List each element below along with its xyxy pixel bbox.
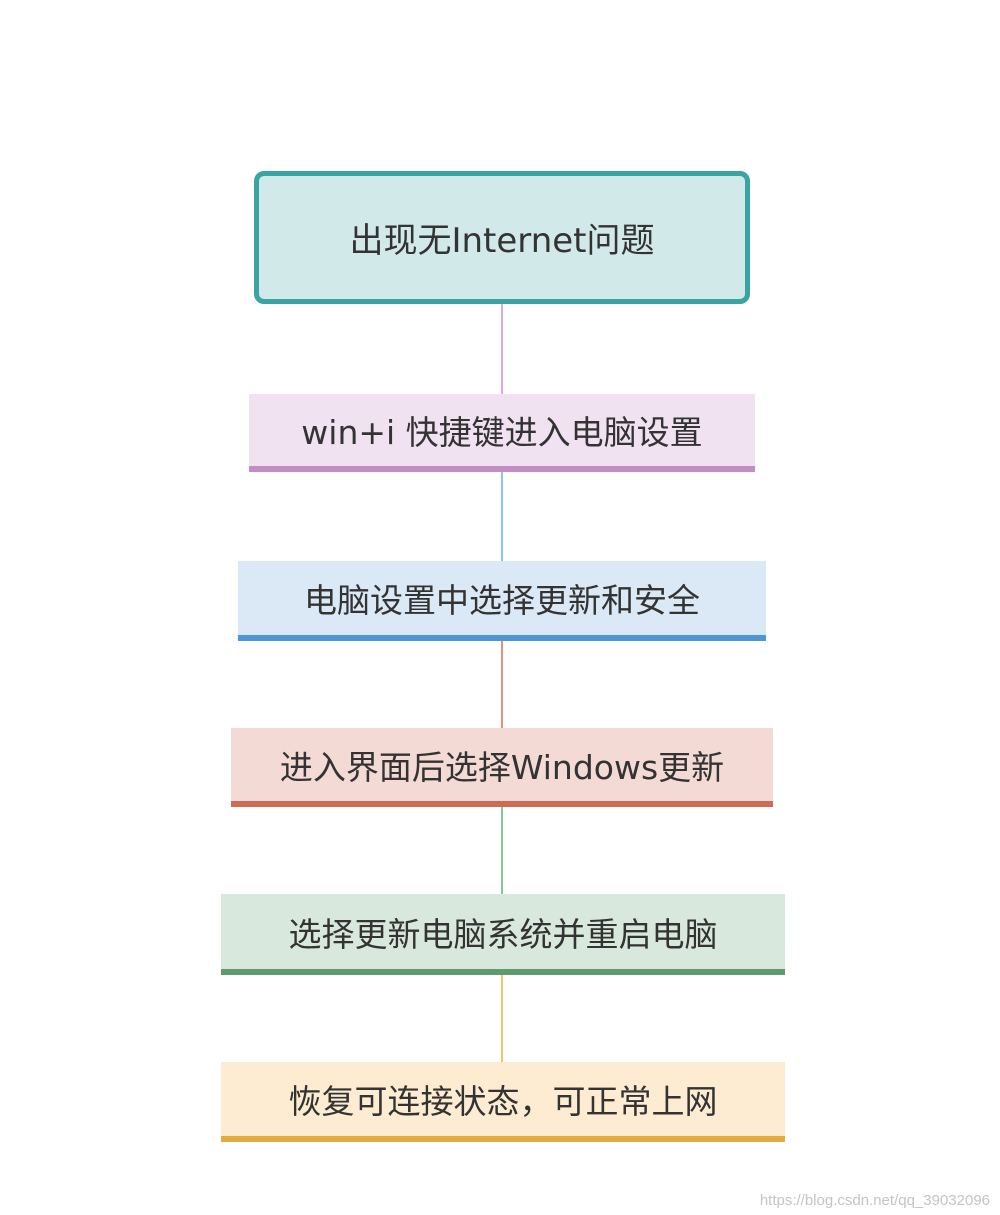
step-node-3: 进入界面后选择Windows更新 (231, 728, 773, 807)
step-1-label: win+i 快捷键进入电脑设置 (301, 413, 703, 452)
connector-1 (501, 304, 503, 394)
watermark: https://blog.csdn.net/qq_39032096 (759, 1192, 990, 1209)
step-node-4: 选择更新电脑系统并重启电脑 (221, 894, 785, 975)
step-5-label: 恢复可连接状态，可正常上网 (288, 1082, 718, 1121)
step-node-1: win+i 快捷键进入电脑设置 (249, 394, 755, 472)
step-4-label: 选择更新电脑系统并重启电脑 (288, 914, 718, 954)
connector-4 (501, 807, 503, 894)
step-3-label: 进入界面后选择Windows更新 (279, 747, 725, 787)
connector-5 (501, 975, 503, 1062)
step-node-5: 恢复可连接状态，可正常上网 (221, 1062, 785, 1142)
step-2-label: 电脑设置中选择更新和安全 (304, 581, 700, 620)
step-node-2: 电脑设置中选择更新和安全 (238, 561, 766, 641)
root-node-label: 出现无Internet问题 (349, 221, 655, 261)
root-node: 出现无Internet问题 (254, 171, 750, 304)
connector-3 (501, 641, 503, 728)
connector-2 (501, 472, 503, 561)
